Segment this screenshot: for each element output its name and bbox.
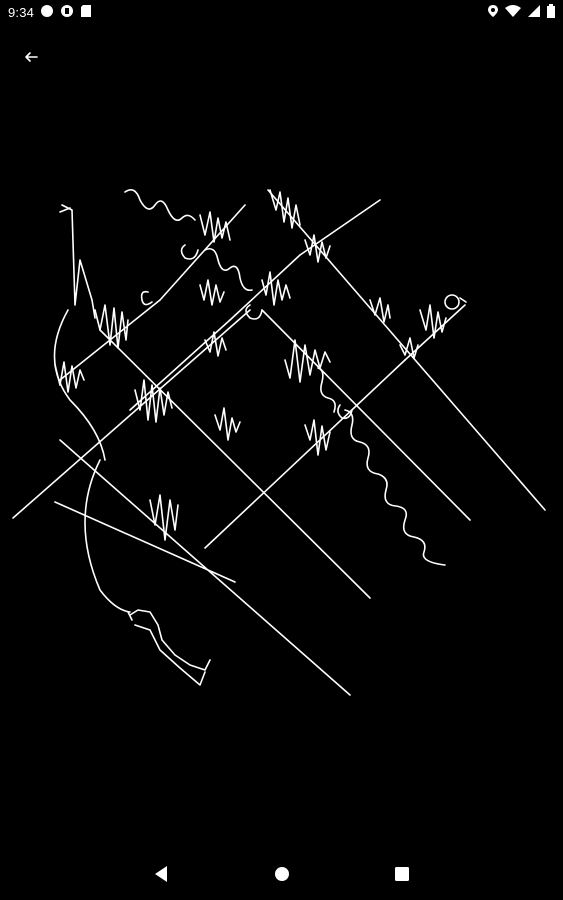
sketch-image	[12, 189, 546, 696]
status-right	[487, 3, 555, 21]
sd-card-icon	[80, 4, 92, 21]
back-button[interactable]	[18, 46, 44, 72]
toolbar	[0, 36, 563, 80]
battery-icon	[547, 3, 555, 21]
arrow-back-icon	[24, 50, 38, 69]
status-left: 9:34	[8, 4, 92, 21]
signal-icon	[527, 4, 541, 21]
back-triangle-icon	[153, 865, 169, 888]
navigation-bar	[0, 852, 563, 900]
nav-back-button[interactable]	[149, 864, 173, 888]
location-icon	[487, 4, 499, 21]
recents-square-icon	[394, 866, 410, 887]
image-viewer[interactable]	[0, 150, 563, 750]
wifi-icon	[505, 4, 521, 21]
circle-notification-icon	[40, 4, 54, 21]
nav-home-button[interactable]	[270, 864, 294, 888]
app-notification-icon	[60, 4, 74, 21]
nav-recents-button[interactable]	[390, 864, 414, 888]
status-bar: 9:34	[0, 0, 563, 24]
status-time: 9:34	[8, 4, 35, 20]
home-circle-icon	[274, 866, 290, 887]
